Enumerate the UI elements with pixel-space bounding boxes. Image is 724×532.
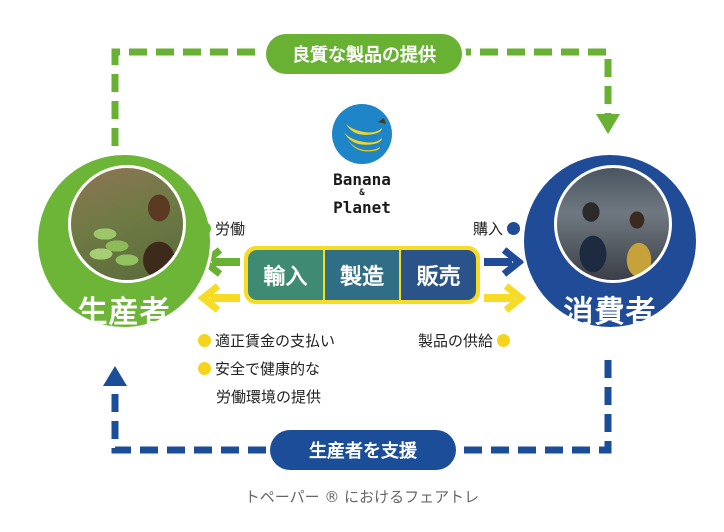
note-labor-text: 労働	[215, 220, 246, 238]
banana-planet-logo: Banana & Planet	[318, 104, 406, 224]
footer-caption: トペーパー ® におけるフェアトレ	[244, 488, 480, 506]
green-bullet	[198, 222, 211, 235]
producer-circle: 生産者	[38, 155, 210, 327]
process-sales: 販売	[401, 250, 477, 300]
yellow-bullet	[497, 334, 511, 347]
note-safe-env-continued: 労働環境の提供	[216, 386, 321, 407]
note-safe-line1: 安全で健康的な	[215, 360, 321, 378]
note-safe-env: 安全で健康的な	[198, 358, 320, 379]
navy-bullet	[507, 222, 521, 235]
note-safe-line2: 労働環境の提供	[216, 388, 322, 406]
process-manufacture: 製造	[324, 250, 400, 300]
consumer-photo	[554, 165, 672, 283]
note-wages: 適正賃金の支払い	[198, 330, 335, 351]
note-supply: 製品の供給	[418, 330, 511, 351]
process-box: 輸入 製造 販売	[244, 246, 480, 304]
note-wages-text: 適正賃金の支払い	[215, 332, 336, 350]
banana-icon	[332, 104, 392, 164]
consumer-circle: 消費者	[524, 155, 696, 327]
consumer-label: 消費者	[563, 295, 657, 327]
process-import: 輸入	[248, 250, 323, 300]
yellow-bullet	[198, 334, 211, 347]
producer-photo	[68, 165, 186, 283]
quality-products-label: 良質な製品の提供	[266, 34, 462, 74]
logo-word-banana: Banana	[333, 170, 391, 189]
note-purchase-text: 購入	[473, 220, 504, 238]
producer-label: 生産者	[77, 295, 171, 327]
note-supply-text: 製品の供給	[418, 332, 494, 350]
note-purchase: 購入	[473, 218, 521, 239]
support-producers-label: 生産者を支援	[270, 430, 456, 470]
logo-ampersand: &	[359, 188, 365, 198]
yellow-bullet	[198, 362, 211, 375]
note-labor: 労働	[198, 218, 245, 239]
logo-word-planet: Planet	[333, 198, 391, 217]
